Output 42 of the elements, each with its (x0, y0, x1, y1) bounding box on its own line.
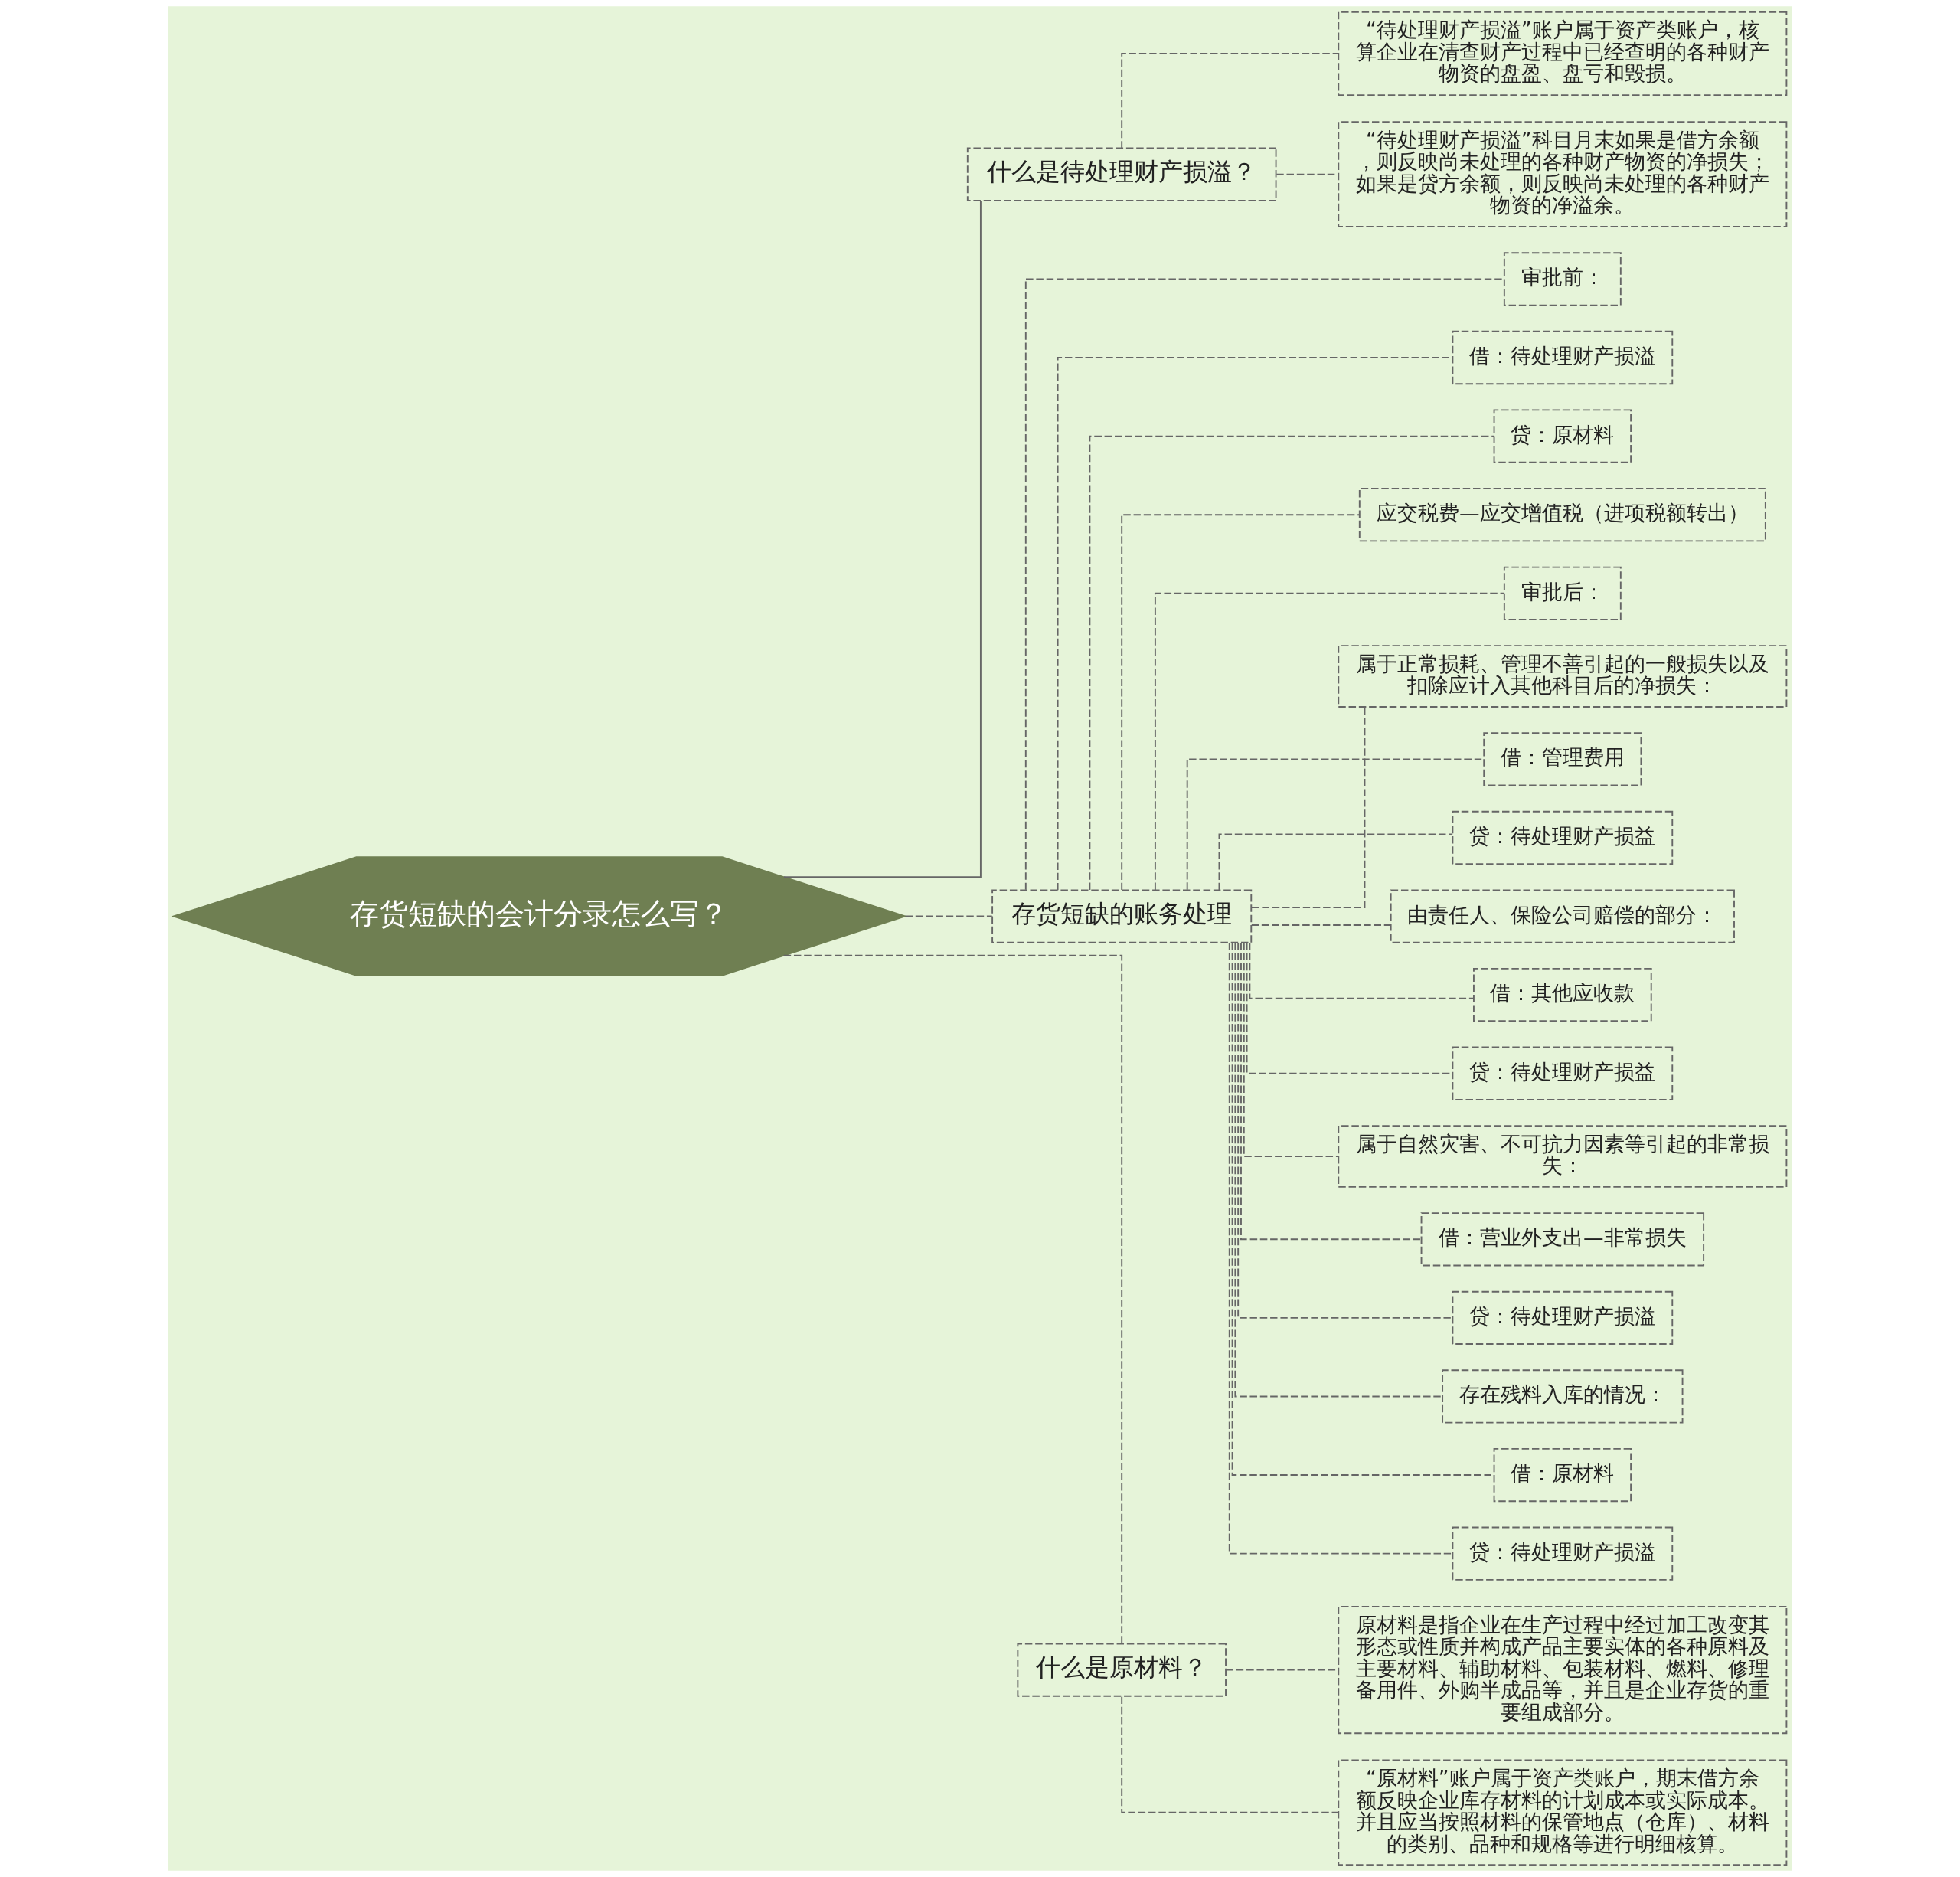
node-box: 什么是原材料？ (1017, 1643, 1227, 1697)
node-box: “待处理财产损溢”科目月末如果是借方余额，则反映尚未处理的各种财产物资的净损失；如果是贷方余额，则反映尚未处理的各种财产物资的净溢余。 (1338, 121, 1788, 227)
node-box: “原材料”账户属于资产类账户，期末借方余额反映企业库存材料的计划成本或实际成本。并且应当按照材料的保管地点（仓库）、材料的类别、品种和规格等进行明细核算。 (1338, 1759, 1788, 1866)
node-box: 原材料是指企业在生产过程中经过加工改变其形态或性质并构成产品主要实体的各种原料及主要材料、辅助材料、包装材料、燃料、修理备用件、外购半成品等，并且是企业存货的重要组成部分。 (1338, 1606, 1788, 1735)
connector (1250, 924, 1392, 926)
node-box: 借：原材料 (1493, 1447, 1632, 1503)
node-box: 贷：待处理财产损益 (1452, 810, 1674, 865)
node-box: 属于正常损耗、管理不善引起的一般损失以及扣除应计入其他科目后的净损失： (1338, 645, 1788, 708)
node-box: 审批后： (1503, 566, 1622, 620)
node-box: 属于自然灾害、不可抗力因素等引起的非常损失： (1338, 1125, 1788, 1188)
connector (1057, 357, 1453, 891)
node-box: 由责任人、保险公司赔偿的部分： (1390, 889, 1735, 943)
connector (1121, 514, 1361, 891)
node-box: 什么是待处理财产损溢？ (966, 147, 1277, 201)
node-box: 存在残料入库的情况： (1442, 1369, 1684, 1424)
connector (1237, 942, 1453, 1319)
node-box: 借：待处理财产损溢 (1452, 330, 1674, 385)
connector (1024, 278, 1505, 891)
node-box: 贷：原材料 (1493, 409, 1632, 463)
connector (1154, 592, 1505, 891)
connector (1121, 53, 1339, 149)
node-box: 贷：待处理财产损溢 (1452, 1526, 1674, 1581)
connector (1240, 942, 1423, 1241)
connector (1089, 435, 1494, 891)
connector (1251, 706, 1366, 909)
connector (1243, 942, 1339, 1157)
node-box: 贷：待处理财产损益 (1452, 1046, 1674, 1100)
connector (782, 954, 1123, 1645)
node-box: 审批前： (1503, 252, 1622, 306)
connector (782, 199, 982, 878)
node-box: 借：营业外支出—非常损失 (1420, 1212, 1705, 1267)
node-box: 借：管理费用 (1483, 732, 1642, 786)
node-box: 借：其他应收款 (1473, 967, 1652, 1022)
connector (904, 915, 993, 917)
connector (1121, 1696, 1339, 1813)
node-box: “待处理财产损溢”账户属于资产类账户，核算企业在清查财产过程中已经查明的各种财产物资的盘盈、盘亏和毁损。 (1338, 11, 1788, 96)
connector (1276, 173, 1340, 175)
node-box: 应交税费—应交增值税（进项税额转出） (1358, 488, 1766, 542)
node-box: 贷：待处理财产损溢 (1452, 1290, 1674, 1345)
node-box: 存货短缺的账务处理 (991, 889, 1253, 943)
connector (1249, 942, 1475, 999)
connector (1218, 833, 1454, 891)
